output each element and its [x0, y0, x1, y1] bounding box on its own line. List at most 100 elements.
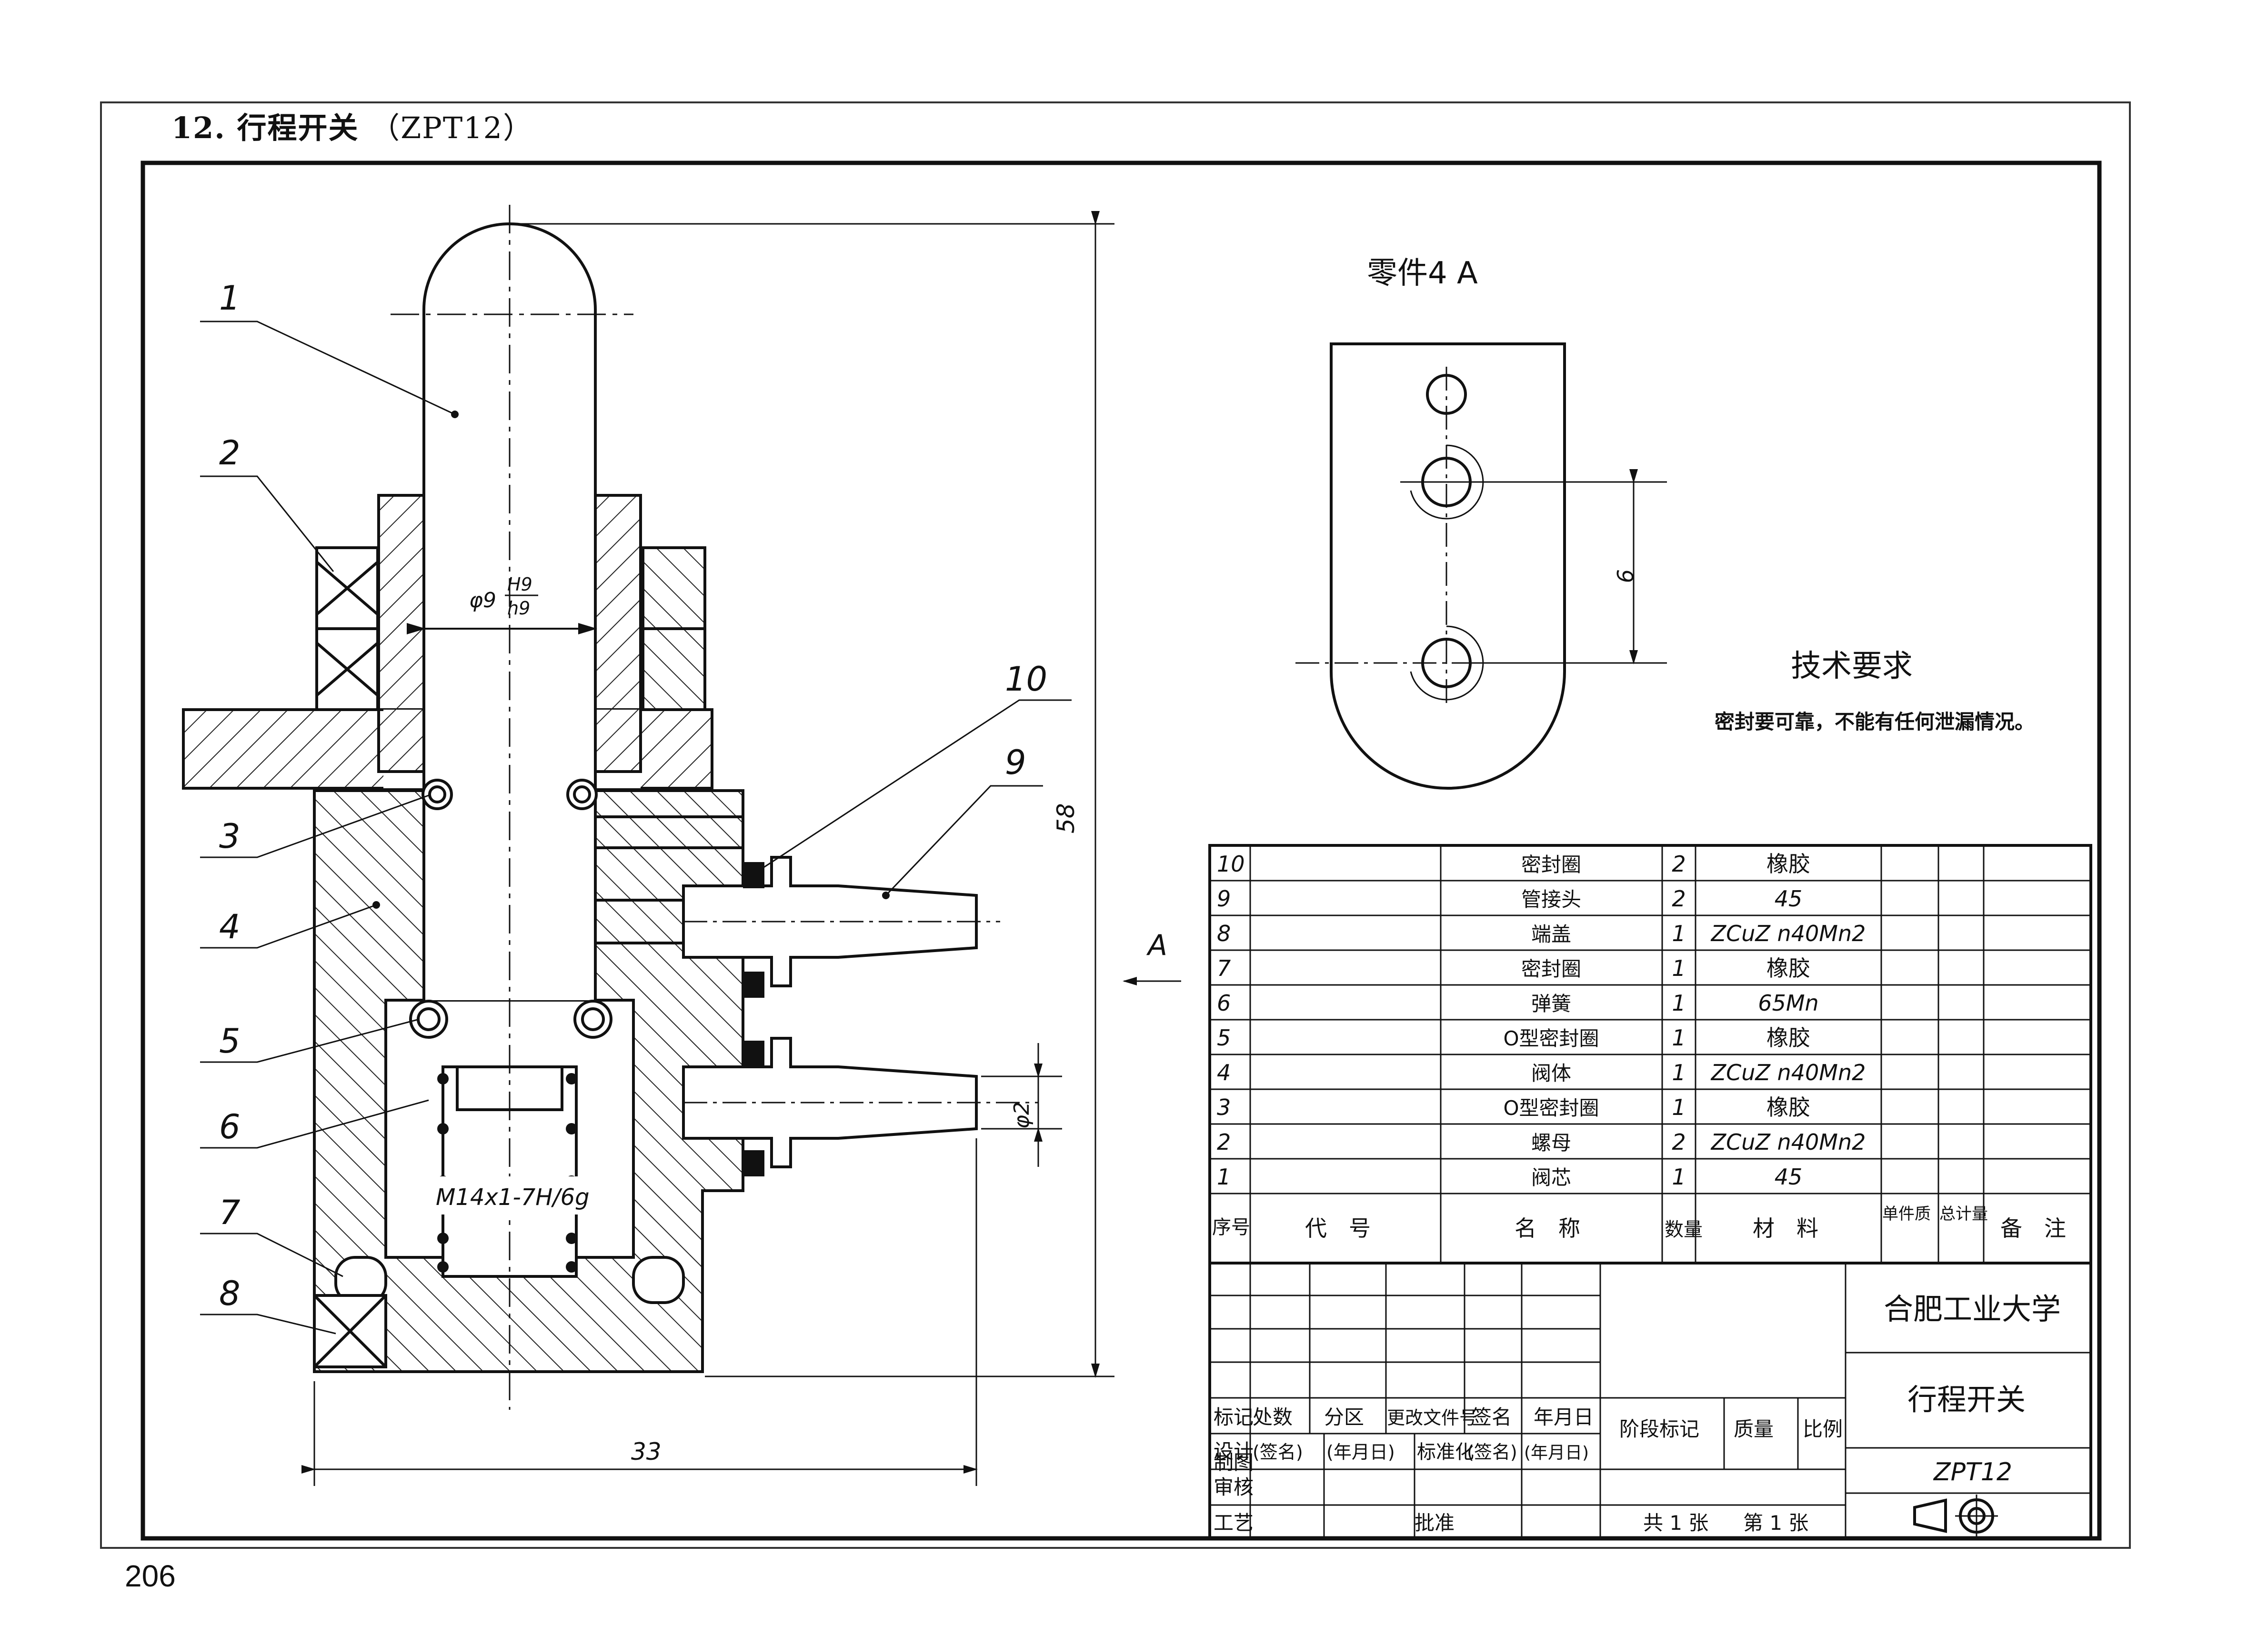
bom-h-total-mass: 总计量: [1939, 1204, 1988, 1224]
bom-cell-name: 螺母: [1531, 1131, 1571, 1154]
bom-cell-name: O型密封圈: [1503, 1096, 1599, 1120]
tb-draw: 制图: [1214, 1451, 1254, 1474]
bom-cell-material: ZCuZ n40Mn2: [1710, 1129, 1866, 1155]
bom-cell-qty: 1: [1672, 1060, 1686, 1085]
height-dim: 58: [1052, 803, 1080, 833]
page-heading: 12. 行程开关 （ZPT12）: [171, 104, 533, 147]
tb-mark: 标记: [1214, 1405, 1254, 1429]
bom-cell-name: 阀体: [1531, 1062, 1571, 1085]
bom-cell-material: ZCuZ n40Mn2: [1710, 921, 1866, 946]
tb-sheet-no: 第 1 张: [1743, 1511, 1808, 1535]
bom-cell-qty: 1: [1672, 921, 1686, 946]
bom-cell-material: 45: [1775, 886, 1803, 912]
bom-cell-name: 端盖: [1531, 923, 1571, 946]
heading-number: 12.: [171, 110, 226, 145]
bom-cell-seq: 7: [1217, 955, 1231, 981]
bom-h-material: 材 料: [1753, 1215, 1818, 1241]
part4-view-title: 零件4 A: [1367, 256, 1478, 291]
tech-req-title: 技术要求: [1791, 649, 1913, 684]
tb-date-p2: (年月日): [1524, 1443, 1589, 1463]
bom-cell-name: 阀芯: [1531, 1166, 1571, 1189]
tb-sign-p: (签名): [1253, 1442, 1303, 1463]
bom-cell-qty: 1: [1672, 955, 1686, 981]
width-dim: 33: [631, 1438, 662, 1465]
thread-callout-box: [433, 1176, 586, 1214]
leaders: [200, 321, 1072, 1335]
balloon-1: 1: [219, 279, 241, 318]
bom-h-seq: 序号: [1212, 1216, 1250, 1238]
tb-count: 处数: [1253, 1405, 1293, 1429]
balloon-10: 10: [1005, 660, 1047, 699]
tb-review: 审核: [1214, 1475, 1254, 1499]
bom-cell-name: O型密封圈: [1503, 1027, 1599, 1050]
heading-code: （ZPT12）: [370, 110, 534, 145]
tb-school: 合肥工业大学: [1884, 1292, 2061, 1326]
bom-cell-name: 密封圈: [1521, 853, 1581, 876]
bom-h-name: 名 称: [1515, 1215, 1580, 1241]
bom-header: 序号 代 号 名 称 数量 材 料 单件质 总计量 备 注: [1212, 1204, 2066, 1241]
bom-cell-qty: 1: [1672, 990, 1686, 1016]
dimension-lines: [301, 211, 1181, 1486]
balloon-5: 5: [219, 1022, 241, 1061]
bom-cell-material: 橡胶: [1766, 955, 1810, 981]
tb-sheets-total: 共 1 张: [1643, 1511, 1708, 1535]
balloon-9: 9: [1005, 743, 1026, 782]
tb-zone: 分区: [1324, 1405, 1364, 1429]
title-block-text: 标记 处数 分区 更改文件号 签名 年月日 设计 (签名) (年月日) 标准化 …: [1214, 1292, 2061, 1535]
view-arrow-label: A: [1146, 929, 1167, 962]
balloon-8: 8: [219, 1274, 241, 1313]
pipe-dia-dim: φ2: [1010, 1102, 1034, 1129]
balloon-7: 7: [219, 1193, 241, 1232]
bom-h-qty: 数量: [1665, 1219, 1703, 1241]
bom-cell-material: 橡胶: [1766, 1094, 1810, 1120]
tb-sign-p2: (签名): [1467, 1442, 1517, 1463]
balloon-6: 6: [219, 1107, 241, 1146]
bom-cell-seq: 9: [1217, 886, 1231, 912]
bom-cell-qty: 1: [1672, 1025, 1686, 1051]
tb-process-label: 工艺: [1214, 1511, 1254, 1535]
inner-frame: [140, 161, 2102, 1541]
bom-cell-material: 橡胶: [1766, 1025, 1810, 1051]
bom-cell-material: 45: [1775, 1164, 1803, 1190]
bom-cell-qty: 1: [1672, 1094, 1686, 1120]
bom-cell-qty: 2: [1672, 886, 1686, 912]
tb-design: 设计: [1214, 1440, 1254, 1463]
tb-date: 年月日: [1534, 1405, 1594, 1429]
balloon-2: 2: [219, 433, 241, 472]
thread-callout: M14x1-7H/6g: [436, 1184, 590, 1211]
assembly-view: [182, 205, 1038, 1410]
bom-cell-material: 65Mn: [1758, 990, 1818, 1016]
page-number: 206: [125, 1559, 176, 1593]
tb-stage: 阶段标记: [1619, 1417, 1699, 1441]
part4-spacing-dim: 9: [1612, 569, 1637, 583]
bom-cell-qty: 1: [1672, 1164, 1686, 1190]
bom-cell-qty: 2: [1672, 1129, 1686, 1155]
heading-title: 行程开关: [237, 110, 359, 145]
bom-cell-seq: 1: [1217, 1164, 1231, 1190]
tb-scale: 比例: [1803, 1417, 1843, 1441]
bom-h-remark: 备 注: [2000, 1215, 2066, 1241]
bom-cell-material: ZCuZ n40Mn2: [1710, 1060, 1866, 1085]
part4-view: [1295, 342, 1667, 790]
tb-sign: 签名: [1472, 1405, 1512, 1429]
bom-cell-name: 弹簧: [1531, 992, 1571, 1015]
tech-req-text: 密封要可靠，不能有任何泄漏情况。: [1715, 710, 2035, 733]
tb-drawing-code: ZPT12: [1933, 1458, 2012, 1486]
balloon-3: 3: [219, 817, 241, 856]
fit-hole: H9: [507, 574, 532, 595]
outer-border: [100, 101, 2131, 1549]
bom-grid: [1208, 844, 2092, 1265]
bom-cell-seq: 2: [1217, 1129, 1231, 1155]
bom-cell-seq: 8: [1217, 921, 1231, 946]
tb-date-p: (年月日): [1326, 1442, 1395, 1463]
bom-cell-seq: 5: [1217, 1025, 1231, 1051]
tb-standard: 标准化: [1417, 1441, 1474, 1463]
tb-change-doc: 更改文件号: [1387, 1407, 1477, 1428]
title-block-grid: [1208, 1262, 2092, 1540]
projection-symbol-icon: [1913, 1495, 1998, 1537]
bom-h-code: 代 号: [1305, 1215, 1371, 1241]
bom-cell-qty: 2: [1672, 851, 1686, 877]
fit-shaft: h9: [507, 598, 530, 619]
